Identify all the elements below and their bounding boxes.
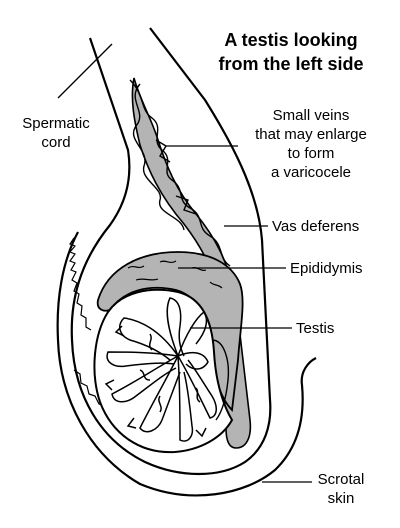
title-line-1: A testis looking xyxy=(224,30,358,50)
label-vas-deferens: Vas deferens xyxy=(272,218,360,235)
seminiferous-tubules xyxy=(104,297,217,442)
scrotal-skin-outline xyxy=(56,231,317,497)
label-spermatic-cord: Spermatic cord xyxy=(8,114,104,152)
label-small-veins-line-2: that may enlarge xyxy=(255,126,367,143)
title-line-2: from the left side xyxy=(218,54,364,74)
label-small-veins-line-3: to form xyxy=(287,145,335,162)
testis-body xyxy=(93,288,234,454)
label-spermatic-cord-line-1: Spermatic xyxy=(22,115,90,132)
label-scrotal-skin-line-1: Scrotal xyxy=(317,471,365,488)
label-epididymis: Epididymis xyxy=(290,260,363,277)
label-scrotal-skin-line-2: skin xyxy=(327,490,355,507)
label-testis: Testis xyxy=(296,320,335,337)
diagram-title: A testis looking from the left side xyxy=(196,28,386,76)
label-scrotal-skin: Scrotal skin xyxy=(306,470,376,508)
label-small-veins-line-4: a varicocele xyxy=(270,164,352,181)
small-veins-network xyxy=(129,79,231,267)
label-spermatic-cord-line-2: cord xyxy=(41,134,71,151)
leader-spermatic-cord xyxy=(57,43,113,99)
testis-inner-loop xyxy=(211,339,230,421)
label-small-veins-line-1: Small veins xyxy=(272,107,350,124)
leader-lines xyxy=(57,43,312,483)
epididymis-texture xyxy=(127,260,223,289)
label-small-veins: Small veins that may enlarge to form a v… xyxy=(236,106,386,182)
